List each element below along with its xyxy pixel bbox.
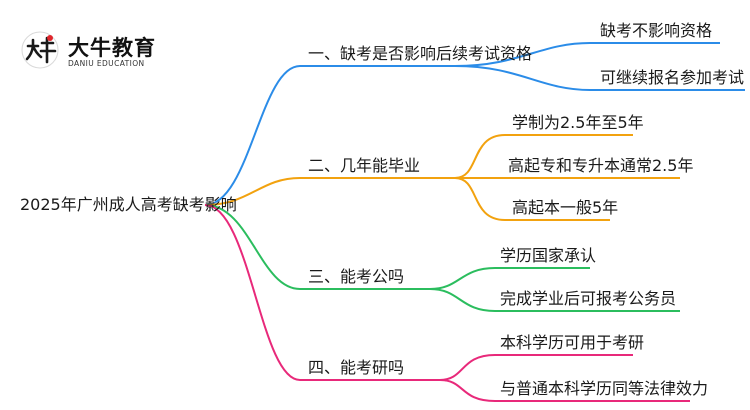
branch-2-label: 二、几年能毕业 — [308, 156, 421, 175]
connector-branch-4-child-1 — [439, 354, 633, 381]
connector-branch-4-child-2 — [439, 379, 690, 402]
logo-name-en: DANIU EDUCATION — [68, 59, 145, 68]
logo-name-cn: 大牛教育 — [68, 36, 156, 60]
connector-branch-3-child-1 — [429, 267, 590, 290]
branch-1-label: 一、缺考是否影响后续考试资格 — [308, 44, 533, 63]
connector-root-branch-3 — [204, 204, 430, 290]
branch-3-child-1: 学历国家承认 — [500, 246, 597, 265]
connector-branch-1-child-1 — [454, 42, 720, 67]
mindmap-root: 2025年广州成人高考缺考影响 — [20, 195, 237, 214]
branch-4-child-1: 本科学历可用于考研 — [500, 333, 645, 352]
connector-root-branch-2 — [204, 177, 455, 206]
branch-3-label: 三、能考公吗 — [308, 267, 405, 286]
branch-1-child-1: 缺考不影响资格 — [600, 21, 713, 40]
connector-branch-1-child-2 — [454, 65, 745, 91]
connector-branch-2-child-3 — [454, 177, 610, 221]
branch-2-child-3: 高起本一般5年 — [512, 198, 619, 217]
branch-1-child-2: 可继续报名参加考试 — [600, 68, 745, 87]
branch-2-child-2: 高起专和专升本通常2.5年 — [508, 156, 694, 175]
branch-2-child-1: 学制为2.5年至5年 — [512, 113, 644, 132]
brand-logo: 大牛教育 DANIU EDUCATION — [18, 28, 155, 76]
daniu-logo-icon — [21, 31, 59, 69]
connector-branch-2-child-1 — [454, 134, 633, 179]
branch-4-label: 四、能考研吗 — [308, 358, 405, 377]
branch-4-child-2: 与普通本科学历同等法律效力 — [500, 379, 709, 398]
connector-root-branch-1 — [204, 65, 455, 206]
connector-branch-3-child-2 — [429, 288, 680, 312]
branch-3-child-2: 完成学业后可报考公务员 — [500, 289, 677, 308]
connector-root-branch-4 — [204, 204, 440, 381]
